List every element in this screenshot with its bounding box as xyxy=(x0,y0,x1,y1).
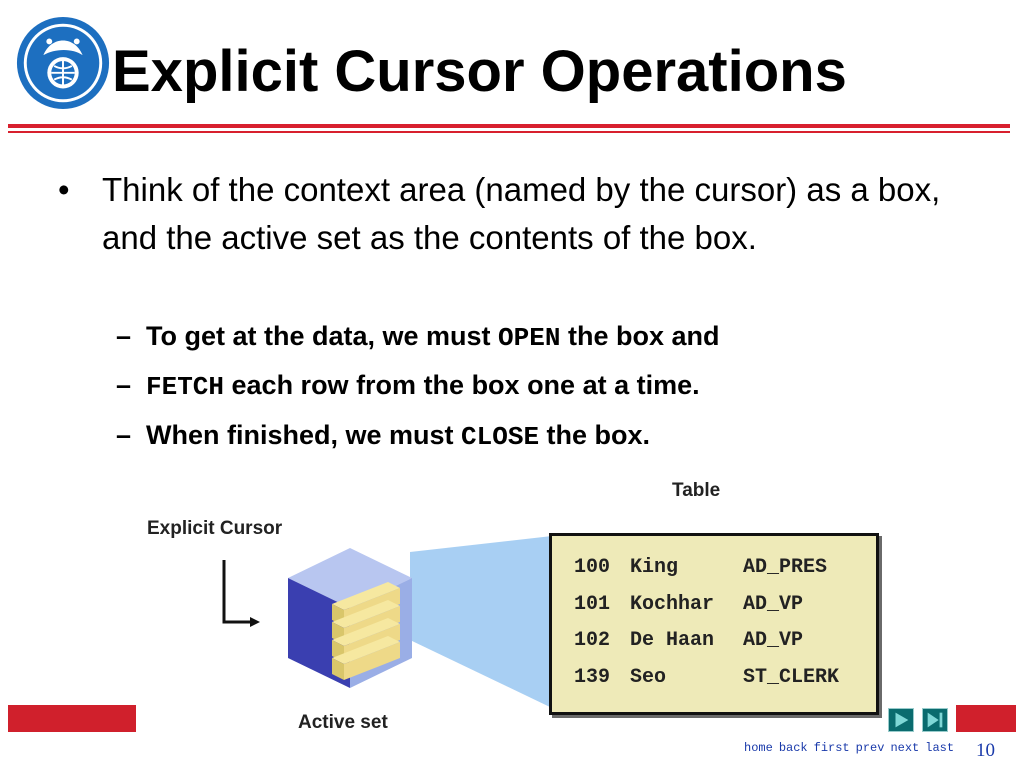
cursor-arrow xyxy=(222,560,250,624)
subbullet-text: the box. xyxy=(539,420,651,450)
nav-back-link[interactable]: back xyxy=(778,741,808,755)
cell-job: ST_CLERK xyxy=(743,665,840,689)
table-row: 102 De Haan AD_VP xyxy=(574,623,876,660)
keyword-open: OPEN xyxy=(498,323,561,353)
table-row: 139 Seo ST_CLERK xyxy=(574,660,876,697)
nav-first-link[interactable]: first xyxy=(813,741,850,755)
title-rule-bottom xyxy=(8,131,1010,133)
subbullet-dash: – xyxy=(116,321,132,351)
subbullet-dash: – xyxy=(116,370,132,400)
keyword-fetch: FETCH xyxy=(146,372,225,402)
play-icon[interactable] xyxy=(888,708,914,732)
subbullet-text: each row from the box one at a time. xyxy=(224,370,700,400)
cell-name: Seo xyxy=(630,665,667,689)
title-rule-top xyxy=(8,124,1010,128)
main-bullet-text: Think of the context area (named by the … xyxy=(102,171,941,256)
projection-beam xyxy=(410,536,552,708)
school-logo xyxy=(16,16,110,110)
table-row: 100 King AD_PRES xyxy=(574,550,876,587)
cell-name: King xyxy=(630,556,679,579)
subbullet-text: To get at the data, we must xyxy=(146,321,499,351)
active-set-label: Active set xyxy=(298,712,388,733)
page-number: 10 xyxy=(976,740,995,761)
main-bullet: • Think of the context area (named by th… xyxy=(58,166,958,262)
subbullet-text: the box and xyxy=(560,321,720,351)
nav-last-link[interactable]: last xyxy=(925,741,955,755)
nav-next-link[interactable]: next xyxy=(890,741,920,755)
table-row: 101 Kochhar AD_VP xyxy=(574,587,876,624)
subbullet-open: –To get at the data, we must OPEN the bo… xyxy=(116,318,719,356)
cell-job: AD_VP xyxy=(743,629,804,652)
cell-job: AD_PRES xyxy=(743,556,828,579)
footer-bar-left xyxy=(8,705,136,732)
nav-links: home back first prev next last xyxy=(744,741,960,755)
keyword-close: CLOSE xyxy=(461,422,540,452)
subbullet-text: When finished, we must xyxy=(146,420,462,450)
bullet-dot: • xyxy=(58,171,70,208)
cell-id: 100 xyxy=(574,556,611,579)
subbullet-fetch: –FETCH each row from the box one at a ti… xyxy=(116,367,700,405)
cell-name: De Haan xyxy=(630,629,715,652)
cell-job: AD_VP xyxy=(743,592,804,616)
cursor-diagram xyxy=(222,536,552,708)
subbullet-close: –When finished, we must CLOSE the box. xyxy=(116,417,650,455)
cursor-arrow-head xyxy=(250,617,260,627)
subbullet-dash: – xyxy=(116,420,132,450)
nav-prev-link[interactable]: prev xyxy=(855,741,885,755)
nav-home-link[interactable]: home xyxy=(744,741,773,755)
slide-title: Explicit Cursor Operations xyxy=(112,39,847,104)
cell-id: 101 xyxy=(574,592,611,616)
footer-bar-right xyxy=(956,705,1016,732)
table-label: Table xyxy=(672,480,721,501)
cell-name: Kochhar xyxy=(630,592,715,616)
cell-id: 102 xyxy=(574,629,611,652)
explicit-cursor-label: Explicit Cursor xyxy=(147,518,283,539)
active-set-cube xyxy=(288,548,412,688)
cell-id: 139 xyxy=(574,665,611,689)
cube-rows xyxy=(332,582,400,680)
skip-end-icon[interactable] xyxy=(922,708,948,732)
